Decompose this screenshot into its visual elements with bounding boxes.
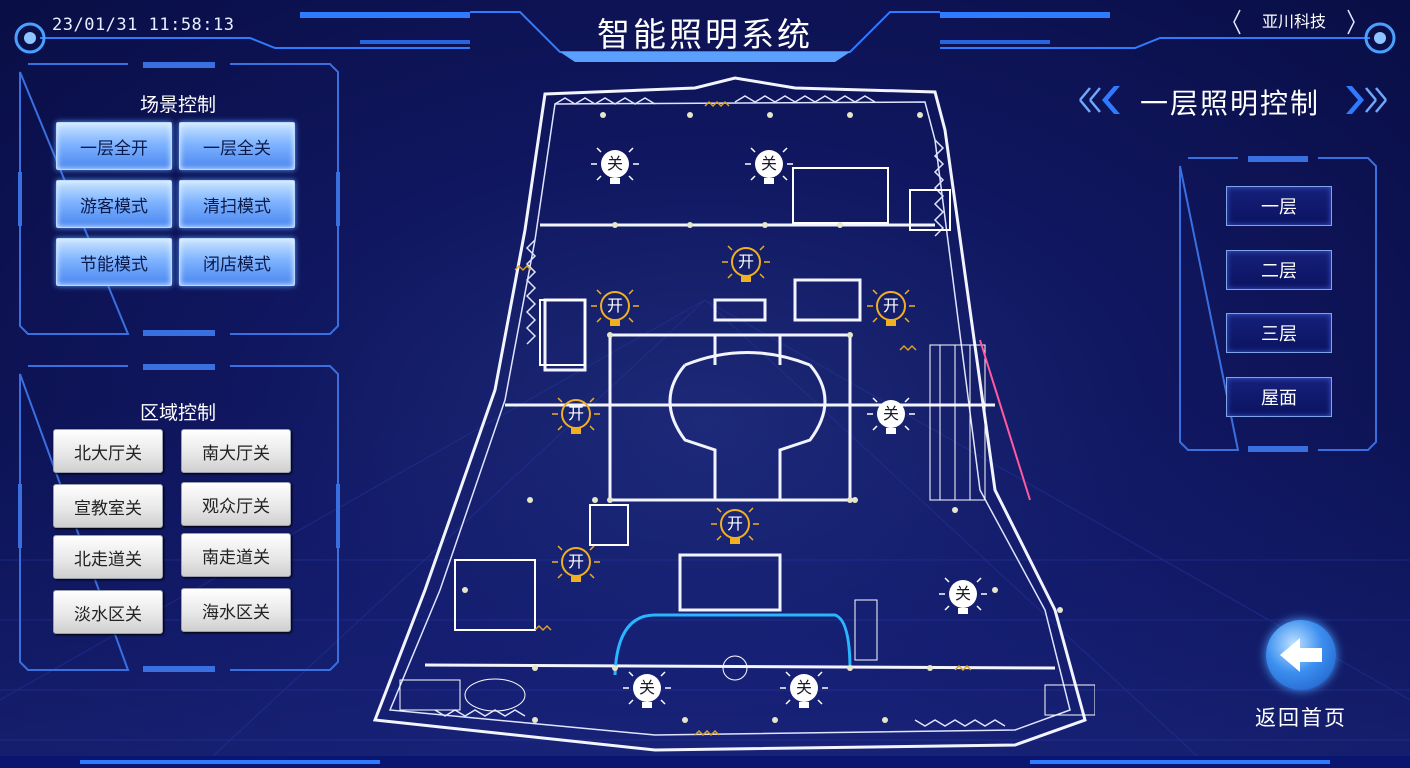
light-bulb-icon[interactable]: 开 [587,284,643,334]
bulb-shape [552,397,600,434]
floor-plan-map: 关 关 开 开 开 开 关 开 开 关 关 关 [355,70,1096,762]
bulb-shape [722,245,770,282]
zone-control-panel: 区域控制 北大厅关 南大厅关 宣教室关 观众厅关 北走道关 南走道关 淡水区关 … [18,364,340,672]
light-state-label: 关 [606,154,623,173]
audience-hall-button[interactable]: 观众厅关 [181,482,291,526]
bulb-shape [745,147,793,184]
light-state-label: 开 [567,404,584,423]
light-state-label: 开 [737,252,754,271]
bulb-shape [939,577,987,614]
all-on-button[interactable]: 一层全开 [56,122,172,170]
floor-panel-frame [1179,156,1377,452]
light-bulb-icon[interactable]: 开 [707,502,763,552]
light-state-label: 开 [726,514,743,533]
floor-1-button[interactable]: 一层 [1226,186,1332,226]
light-state-label: 关 [795,678,812,697]
bulb-shape [623,671,671,708]
bulb-shape [591,147,639,184]
light-state-label: 关 [760,154,777,173]
scene-panel-title: 场景控制 [139,94,216,116]
header: 23/01/31 11:58:13 智能照明系统 亚川科技 [0,0,1410,70]
energy-saving-mode-button[interactable]: 节能模式 [56,238,172,286]
light-bulb-icon[interactable]: 开 [718,240,774,290]
light-bulb-icon[interactable]: 关 [776,666,832,716]
light-state-label: 关 [638,678,655,697]
freshwater-zone-button[interactable]: 淡水区关 [53,590,163,634]
bulb-shape [711,507,759,544]
light-bulb-icon[interactable]: 关 [587,142,643,192]
floor-control-title: 一层照明控制 [1139,87,1320,120]
light-state-label: 关 [882,404,899,423]
light-bulb-icon[interactable]: 开 [548,392,604,442]
bulb-shape [780,671,828,708]
datetime: 23/01/31 11:58:13 [52,15,235,35]
header-frame [14,9,1396,62]
bulb-shape [552,545,600,582]
visitor-mode-button[interactable]: 游客模式 [56,180,172,228]
cleaning-mode-button[interactable]: 清扫模式 [179,180,295,228]
light-state-label: 开 [567,552,584,571]
floor-title-frame [1079,86,1387,114]
bulb-shape [867,397,915,434]
brand-label: 亚川科技 [1261,12,1326,31]
light-bulb-icon[interactable]: 开 [863,284,919,334]
light-bulb-icon[interactable]: 关 [863,392,919,442]
floor-3-button[interactable]: 三层 [1226,313,1332,353]
bulb-shape [591,289,639,326]
light-bulb-icon[interactable]: 关 [741,142,797,192]
arrow-left-icon [1280,638,1322,672]
scene-control-panel: 场景控制 一层全开 一层全关 游客模式 清扫模式 节能模式 闭店模式 [18,62,340,336]
light-bulb-icon[interactable]: 开 [548,540,604,590]
floor-plan-drawing [372,76,1096,752]
back-home-label[interactable]: 返回首页 [1255,706,1347,730]
light-state-label: 关 [954,584,971,603]
roof-button[interactable]: 屋面 [1226,377,1332,417]
all-off-button[interactable]: 一层全关 [179,122,295,170]
south-hall-button[interactable]: 南大厅关 [181,429,291,473]
education-room-button[interactable]: 宣教室关 [53,484,163,528]
south-corridor-button[interactable]: 南走道关 [181,533,291,577]
north-hall-button[interactable]: 北大厅关 [53,429,163,473]
light-bulb-icon[interactable]: 关 [619,666,675,716]
bulb-shape [867,289,915,326]
zone-panel-title: 区域控制 [139,402,216,424]
closing-mode-button[interactable]: 闭店模式 [179,238,295,286]
back-home-button[interactable] [1266,620,1336,690]
floor-2-button[interactable]: 二层 [1226,250,1332,290]
light-state-label: 开 [882,296,899,315]
light-bulb-icon[interactable]: 关 [935,572,991,622]
page-title: 智能照明系统 [597,15,813,54]
light-state-label: 开 [606,296,623,315]
seawater-zone-button[interactable]: 海水区关 [181,588,291,632]
floor-select-panel [1178,156,1378,452]
north-corridor-button[interactable]: 北走道关 [53,535,163,579]
